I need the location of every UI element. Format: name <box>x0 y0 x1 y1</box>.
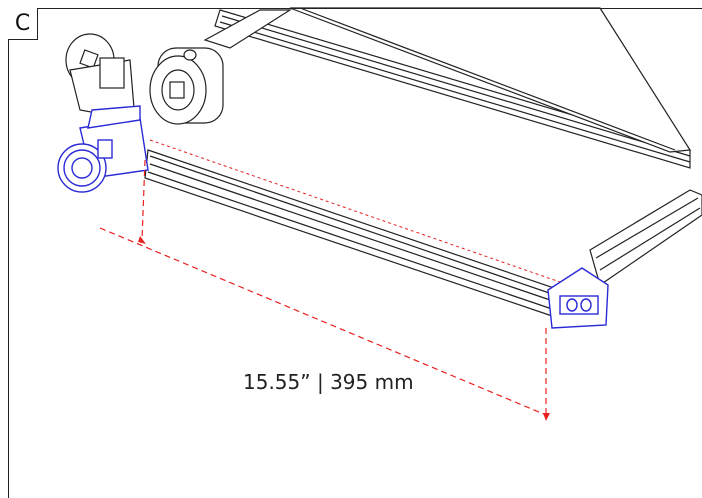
corner-bracket-icon <box>57 105 149 193</box>
assembly-diagram: C 15.55” | 395 mm <box>8 7 702 498</box>
dimension-arrowheads <box>138 236 550 421</box>
diagram-canvas <box>57 7 702 421</box>
corner-bracket-icon <box>547 267 609 329</box>
dimension-line <box>99 159 547 416</box>
dimension-label: 15.55” | 395 mm <box>243 370 414 394</box>
step-label: C <box>8 8 38 40</box>
step-frame <box>8 8 702 498</box>
motor-pulley-icon <box>65 33 136 121</box>
spool-holder-icon <box>149 47 224 125</box>
alignment-reference-line <box>149 139 561 283</box>
